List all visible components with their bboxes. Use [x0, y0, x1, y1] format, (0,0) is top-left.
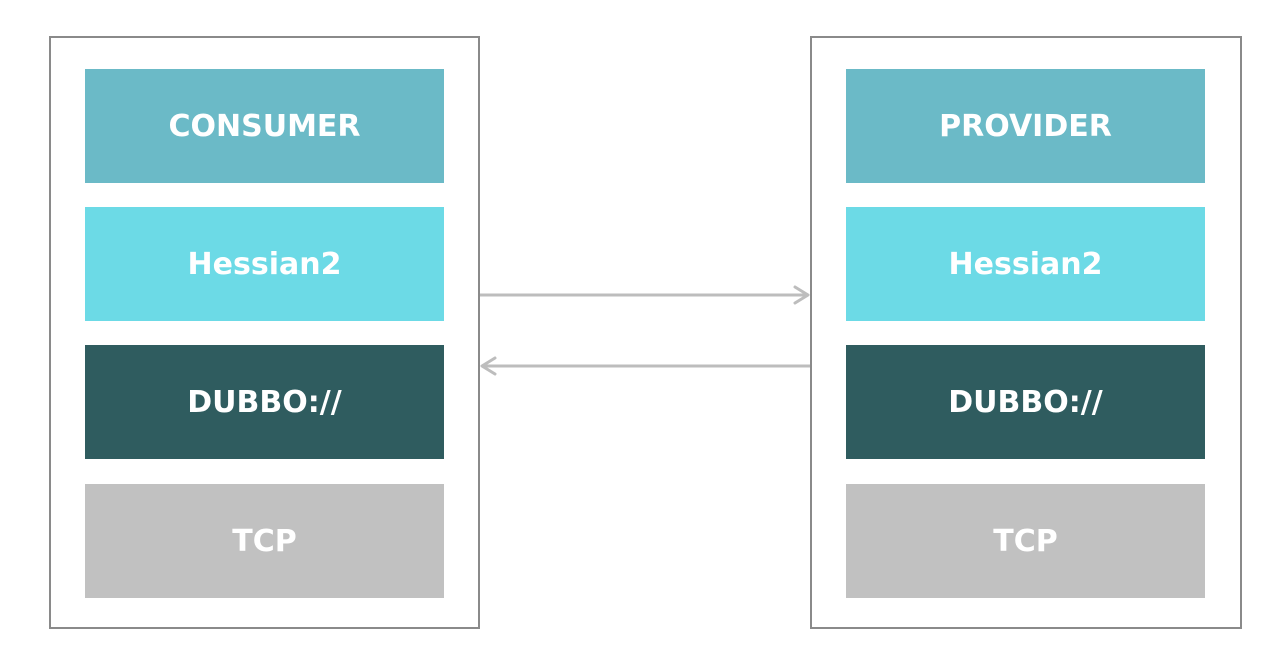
provider-node: PROVIDER Hessian2 DUBBO:// TCP: [810, 36, 1242, 629]
request-arrow: [480, 285, 810, 305]
consumer-layer-transport: TCP: [85, 484, 444, 598]
provider-layer-application: PROVIDER: [846, 69, 1205, 183]
consumer-node: CONSUMER Hessian2 DUBBO:// TCP: [49, 36, 480, 629]
consumer-layer-application: CONSUMER: [85, 69, 444, 183]
consumer-layer-serialization: Hessian2: [85, 207, 444, 321]
provider-layer-transport: TCP: [846, 484, 1205, 598]
provider-layer-protocol: DUBBO://: [846, 345, 1205, 459]
consumer-layer-protocol: DUBBO://: [85, 345, 444, 459]
response-arrow: [480, 356, 810, 376]
provider-layer-serialization: Hessian2: [846, 207, 1205, 321]
